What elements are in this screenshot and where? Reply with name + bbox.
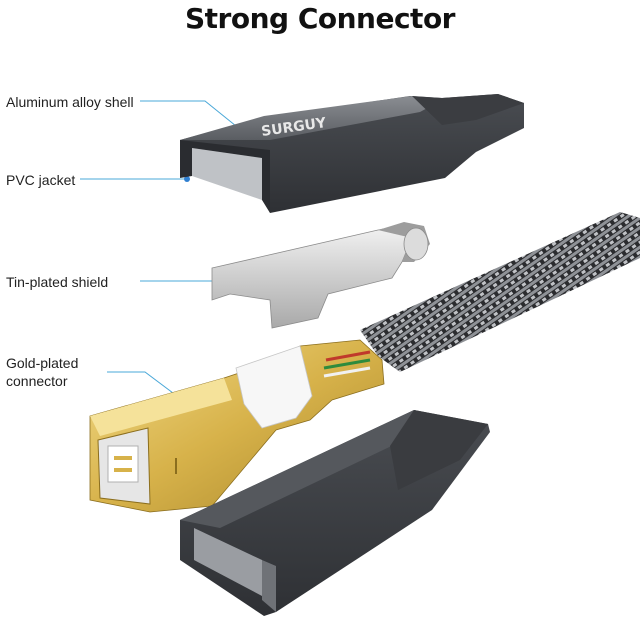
leader-shell xyxy=(140,100,237,127)
diagram-title: Strong Connector xyxy=(185,2,456,35)
braided-cable xyxy=(360,212,640,372)
aluminum-shell-part: SURGUY xyxy=(180,94,524,213)
pvc-jacket-part xyxy=(180,410,490,616)
label-pvc-jacket: PVC jacket xyxy=(6,172,76,188)
label-tin-shield: Tin-plated shield xyxy=(6,274,109,290)
label-gold-connector-line2: connector xyxy=(6,373,68,389)
label-gold-connector-line1: Gold-plated xyxy=(6,355,79,371)
leader-lines xyxy=(80,100,237,397)
label-aluminum-shell: Aluminum alloy shell xyxy=(6,94,134,110)
leader-connector xyxy=(107,371,178,397)
tin-shield-part xyxy=(211,222,430,329)
gold-connector-part xyxy=(89,339,385,513)
